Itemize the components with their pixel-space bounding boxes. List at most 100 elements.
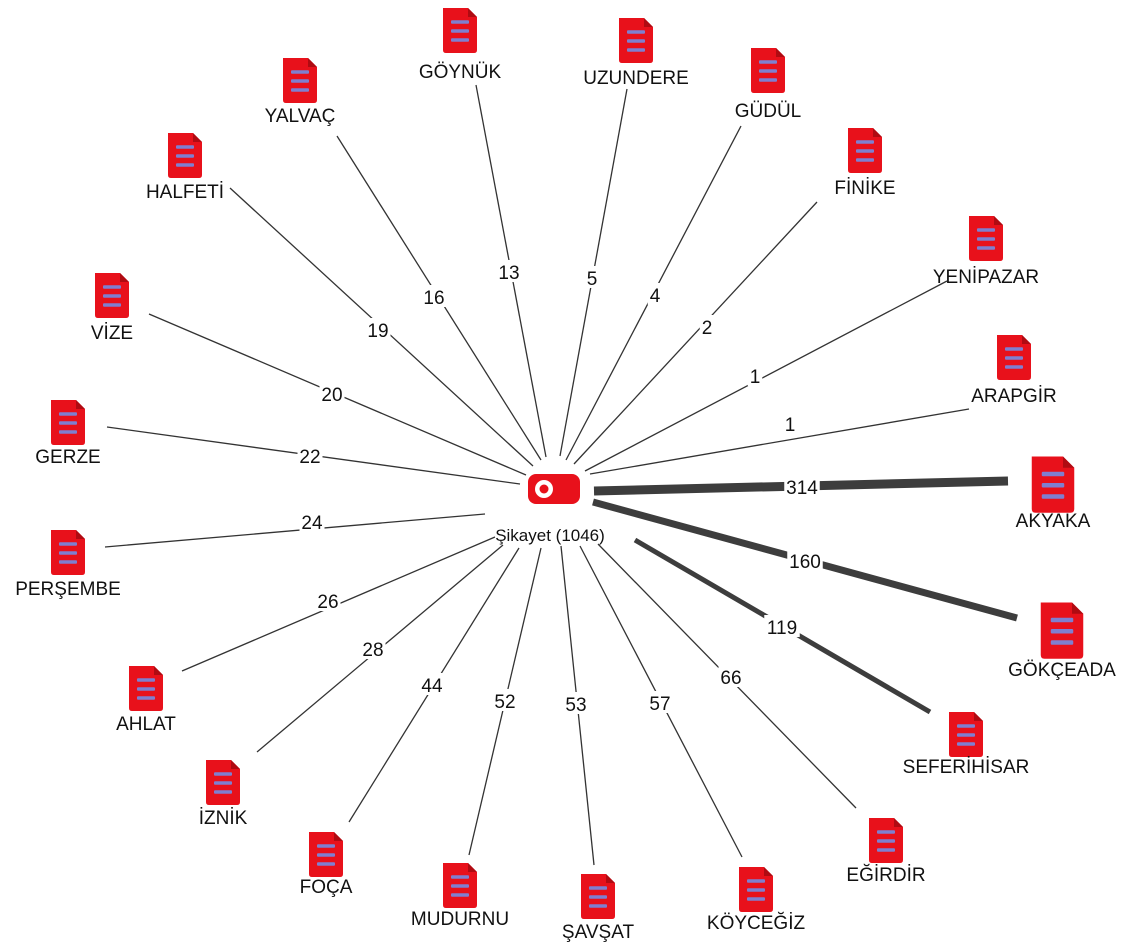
node-arapgir[interactable]: ARAPGİR — [971, 335, 1057, 407]
edge-count-gerze: 22 — [297, 444, 323, 468]
edge-count-gokceada: 160 — [787, 549, 823, 573]
edge-labels-layer: 314 160 119 66 57 53 52 44 28 26 24 22 20 19 16 13 5 4 2 1 1 — [297, 260, 823, 716]
node-egirdir[interactable]: EĞİRDİR — [846, 818, 926, 886]
edge-count-text: 52 — [494, 692, 515, 713]
node-akyaka[interactable]: AKYAKA — [1016, 456, 1091, 533]
node-seferihisar[interactable]: SEFERİHİSAR — [903, 712, 1030, 778]
document-icon — [51, 400, 85, 445]
edge-count-text: 19 — [367, 321, 388, 342]
edge-count-egirdir: 66 — [718, 665, 744, 689]
node-label: GÖKÇEADA — [1008, 660, 1116, 681]
document-icon — [168, 133, 202, 178]
document-icon — [869, 818, 903, 863]
node-label: AKYAKA — [1016, 511, 1091, 532]
edge-count-text: 66 — [720, 668, 741, 689]
document-icon — [95, 273, 129, 318]
edge-count-iznik: 28 — [360, 637, 386, 661]
node-label: YENİPAZAR — [933, 267, 1039, 288]
edge-finike — [573, 201, 818, 465]
nodes-layer: AKYAKA GÖKÇEADA SEFERİHİSAR EĞİRDİR KÖYCEĞİZ… — [15, 8, 1116, 943]
edge-count-text: 26 — [317, 592, 338, 613]
document-icon — [997, 335, 1031, 380]
node-label: AHLAT — [116, 714, 176, 735]
edge-count-seferihisar: 119 — [764, 615, 800, 639]
node-gokceada[interactable]: GÖKÇEADA — [1008, 602, 1116, 682]
edge-count-persembe: 24 — [299, 510, 325, 534]
node-label: PERŞEMBE — [15, 579, 121, 600]
node-uzundere[interactable]: UZUNDERE — [583, 18, 689, 89]
node-label: FİNİKE — [834, 178, 895, 199]
edge-count-text: 314 — [786, 478, 818, 499]
node-savsat[interactable]: ŞAVŞAT — [562, 874, 635, 943]
node-label: GÜDÜL — [735, 101, 802, 122]
node-goynuk[interactable]: GÖYNÜK — [419, 8, 502, 83]
node-label: VİZE — [91, 323, 133, 344]
node-iznik[interactable]: İZNİK — [199, 760, 248, 829]
node-yenipazar[interactable]: YENİPAZAR — [933, 216, 1039, 288]
document-icon — [51, 530, 85, 575]
edge-count-yalvac: 16 — [421, 285, 447, 309]
edge-count-foca: 44 — [419, 673, 445, 697]
edge-count-text: 44 — [421, 676, 443, 697]
node-persembe[interactable]: PERŞEMBE — [15, 530, 121, 600]
edge-count-text: 16 — [423, 288, 444, 309]
document-icon — [1040, 602, 1084, 659]
document-icon — [751, 48, 785, 93]
document-icon — [581, 874, 615, 919]
node-label: FOÇA — [300, 877, 353, 898]
edge-count-text: 1 — [750, 367, 761, 388]
edge-count-text: 4 — [650, 286, 661, 307]
node-label: KÖYCEĞİZ — [707, 912, 806, 934]
edge-count-vize: 20 — [319, 382, 345, 406]
edge-count-savsat: 53 — [563, 692, 589, 716]
edge-count-finike: 2 — [699, 315, 715, 339]
edge-count-text: 5 — [587, 269, 598, 290]
edge-persembe — [104, 513, 486, 548]
node-label: HALFETİ — [146, 182, 224, 203]
document-icon — [206, 760, 240, 805]
edge-count-gudul: 4 — [647, 283, 663, 307]
node-koycegiz[interactable]: KÖYCEĞİZ — [707, 867, 806, 934]
center-node[interactable]: Şikayet (1046) — [495, 474, 605, 545]
edge-count-text: 57 — [649, 694, 670, 715]
document-icon — [739, 867, 773, 912]
edge-count-text: 1 — [785, 415, 796, 436]
node-yalvac[interactable]: YALVAÇ — [265, 58, 336, 127]
edge-count-goynuk: 13 — [496, 260, 522, 284]
node-foca[interactable]: FOÇA — [300, 832, 353, 898]
node-label: İZNİK — [199, 808, 248, 829]
node-halfeti[interactable]: HALFETİ — [146, 133, 224, 203]
node-gudul[interactable]: GÜDÜL — [735, 48, 802, 122]
edge-count-koycegiz: 57 — [647, 691, 673, 715]
edge-count-uzundere: 5 — [584, 266, 600, 290]
document-icon — [619, 18, 653, 63]
edge-count-text: 119 — [767, 618, 797, 639]
toggle-badge-icon — [528, 474, 580, 504]
node-label: ŞAVŞAT — [562, 922, 635, 943]
node-finike[interactable]: FİNİKE — [834, 128, 896, 199]
edge-count-yenipazar: 1 — [747, 364, 763, 388]
node-mudurnu[interactable]: MUDURNU — [411, 863, 509, 930]
document-icon — [309, 832, 343, 877]
document-icon — [949, 712, 983, 757]
node-gerze[interactable]: GERZE — [35, 400, 101, 468]
node-label: UZUNDERE — [583, 68, 689, 89]
edge-count-akyaka: 314 — [784, 475, 820, 499]
edge-count-text: 2 — [702, 318, 713, 339]
edge-count-text: 20 — [321, 385, 342, 406]
edge-count-text: 24 — [301, 513, 323, 534]
document-icon — [283, 58, 317, 103]
node-ahlat[interactable]: AHLAT — [116, 666, 176, 735]
edge-count-text: 13 — [498, 263, 519, 284]
node-label: GÖYNÜK — [419, 62, 502, 83]
document-icon — [443, 8, 477, 53]
node-label: EĞİRDİR — [846, 864, 925, 886]
edge-arapgir — [589, 408, 970, 475]
edge-count-text: 22 — [299, 447, 320, 468]
node-label: MUDURNU — [411, 909, 509, 930]
node-label: GERZE — [35, 447, 100, 468]
node-vize[interactable]: VİZE — [91, 273, 133, 344]
edge-count-text: 28 — [362, 640, 383, 661]
edge-count-halfeti: 19 — [365, 318, 391, 342]
